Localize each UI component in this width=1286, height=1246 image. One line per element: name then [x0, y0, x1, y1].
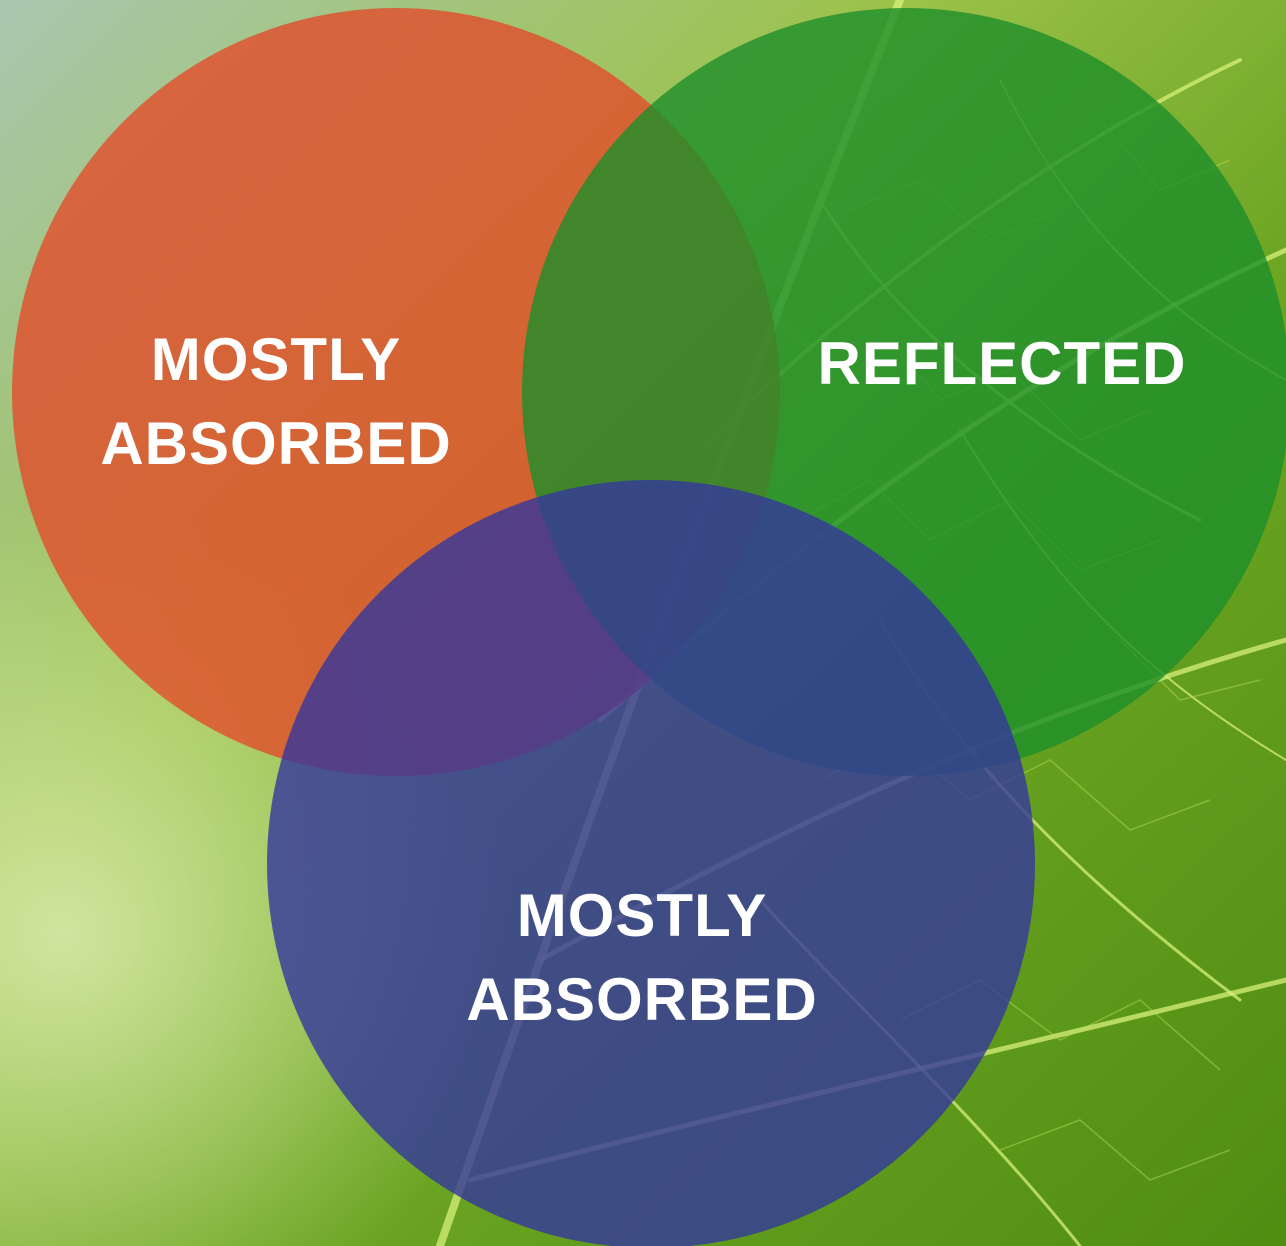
green-circle-label: REFLECTED — [792, 322, 1212, 406]
red-circle-label: MOSTLY ABSORBED — [76, 318, 476, 486]
red-circle-label-line-2: ABSORBED — [76, 402, 476, 486]
blue-circle-label-line-2: ABSORBED — [442, 958, 842, 1042]
green-circle-label-line-1: REFLECTED — [792, 322, 1212, 406]
blue-circle-label-line-1: MOSTLY — [442, 874, 842, 958]
red-circle-label-line-1: MOSTLY — [76, 318, 476, 402]
blue-circle-label: MOSTLY ABSORBED — [442, 874, 842, 1042]
blue-circle — [267, 480, 1035, 1246]
